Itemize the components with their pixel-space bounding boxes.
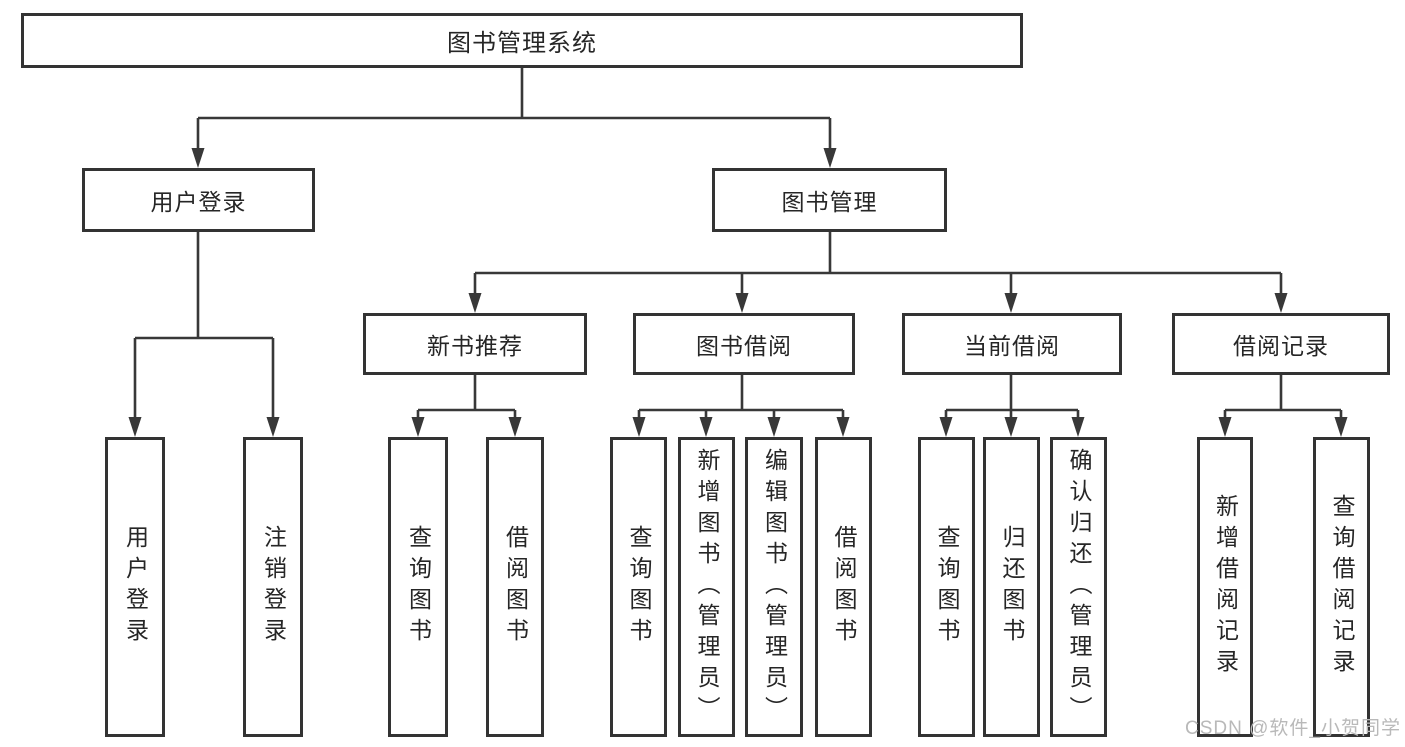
node-label: 当前借阅 bbox=[964, 333, 1060, 359]
node-label: 用户登录 bbox=[122, 525, 149, 649]
node-label: 注销登录 bbox=[260, 525, 287, 649]
leaf-logout: 注销登录 bbox=[243, 437, 303, 737]
node-label: 用户登录 bbox=[150, 189, 247, 215]
node-label: 图书管理系统 bbox=[447, 30, 597, 57]
node-current-borrowing: 当前借阅 bbox=[902, 313, 1122, 375]
node-label: 查询图书 bbox=[626, 525, 652, 649]
node-borrow-records: 借阅记录 bbox=[1172, 313, 1390, 375]
node-label: 图书管理 bbox=[781, 189, 878, 215]
leaf-confirm-return-admin: 确认归还（管理员） bbox=[1050, 437, 1107, 737]
leaf-add-borrow-record: 新增借阅记录 bbox=[1197, 437, 1253, 737]
csdn-watermark: CSDN @软件_小贺同学 bbox=[1185, 718, 1401, 739]
leaf-borrow-books-1: 借阅图书 bbox=[486, 437, 544, 737]
node-label: 查询借阅记录 bbox=[1329, 494, 1355, 680]
leaf-query-books-3: 查询图书 bbox=[918, 437, 975, 737]
node-book-borrowing: 图书借阅 bbox=[633, 313, 855, 375]
node-user-login-group: 用户登录 bbox=[82, 168, 315, 232]
leaf-query-books-1: 查询图书 bbox=[388, 437, 448, 737]
node-label: 借阅图书 bbox=[831, 525, 857, 649]
node-book-management: 图书管理 bbox=[712, 168, 947, 232]
node-label: 借阅记录 bbox=[1233, 333, 1329, 359]
node-label: 新书推荐 bbox=[427, 333, 523, 359]
node-label: 新增图书（管理员） bbox=[694, 447, 720, 727]
node-label: 查询图书 bbox=[934, 525, 960, 649]
leaf-user-login: 用户登录 bbox=[105, 437, 165, 737]
leaf-edit-books-admin: 编辑图书（管理员） bbox=[745, 437, 803, 737]
node-library-management-system: 图书管理系统 bbox=[21, 13, 1023, 68]
node-new-book-recommend: 新书推荐 bbox=[363, 313, 587, 375]
leaf-query-borrow-record: 查询借阅记录 bbox=[1313, 437, 1370, 737]
leaf-return-books: 归还图书 bbox=[983, 437, 1040, 737]
node-label: 借阅图书 bbox=[502, 525, 529, 649]
node-label: 归还图书 bbox=[999, 525, 1025, 649]
leaf-add-books-admin: 新增图书（管理员） bbox=[678, 437, 735, 737]
node-label: 确认归还（管理员） bbox=[1066, 447, 1092, 727]
leaf-query-books-2: 查询图书 bbox=[610, 437, 667, 737]
node-label: 查询图书 bbox=[405, 525, 432, 649]
node-label: 编辑图书（管理员） bbox=[761, 447, 788, 727]
node-label: 新增借阅记录 bbox=[1212, 494, 1239, 680]
node-label: 图书借阅 bbox=[696, 333, 792, 359]
leaf-borrow-books-2: 借阅图书 bbox=[815, 437, 872, 737]
